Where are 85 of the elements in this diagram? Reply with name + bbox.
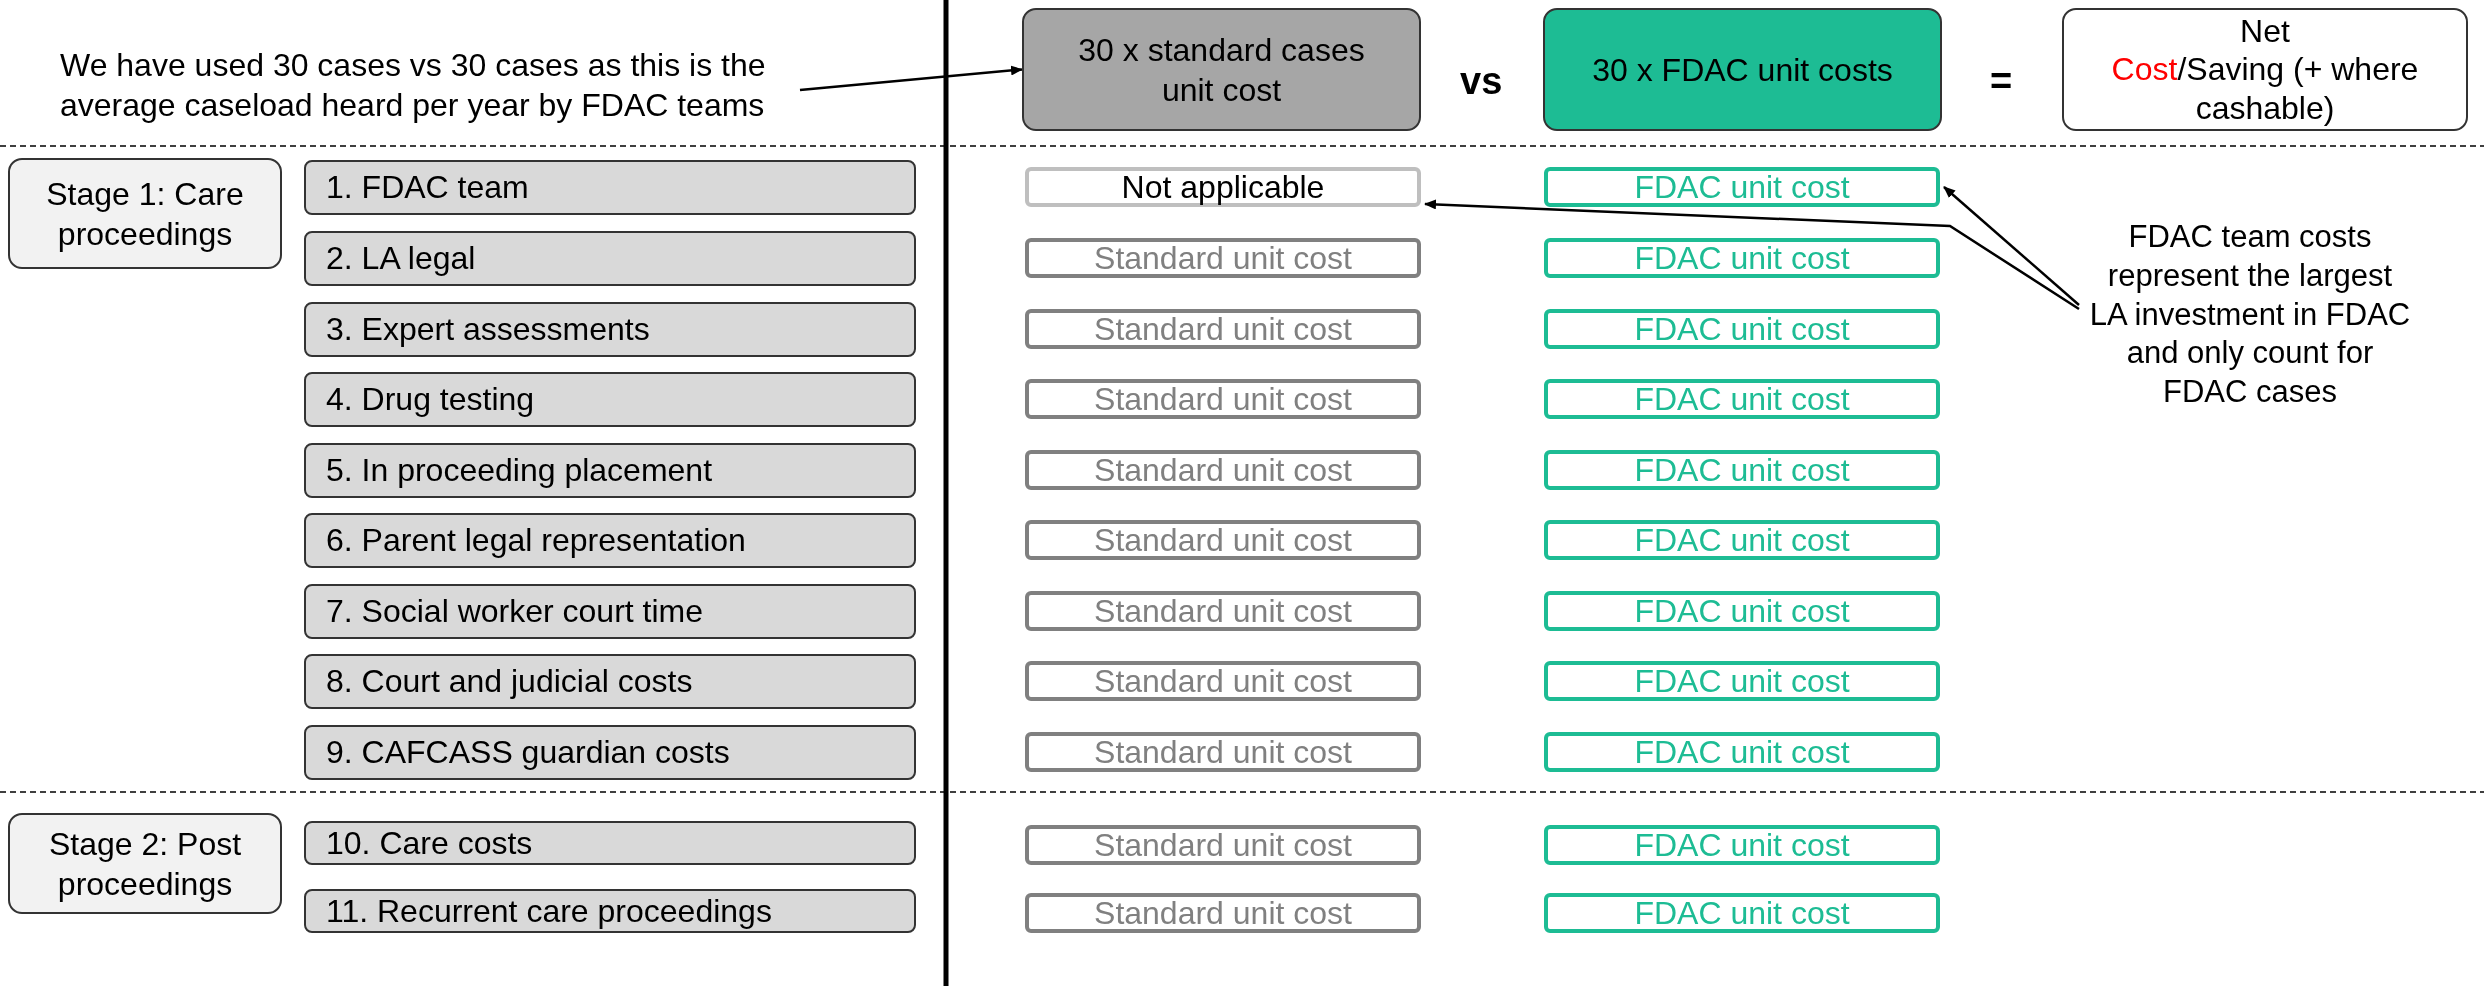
box-label: FDAC unit cost — [1634, 380, 1850, 419]
cost-box — [1544, 309, 1940, 349]
cost-box — [1544, 825, 1940, 865]
cost-item-box — [304, 371, 916, 427]
note-text: We have used 30 cases vs 30 cases as this is the average caseload heard per year by FDAC teams — [60, 46, 767, 125]
header-text: Net — [2239, 11, 2291, 51]
cost-box — [1544, 893, 1940, 933]
cost-item-box — [304, 889, 916, 933]
box-label: FDAC unit cost — [1634, 521, 1850, 560]
cost-item-box — [304, 724, 916, 780]
cost-box — [1025, 825, 1421, 865]
box-label: Standard unit cost — [1094, 662, 1352, 701]
box-label: Stage 2: Post proceedings — [47, 824, 243, 904]
box-label: 30 x FDAC unit costs — [1592, 50, 1893, 90]
cost-box — [1025, 379, 1421, 419]
header-box — [1543, 8, 1942, 131]
cost-item-box — [304, 230, 916, 286]
cost-item-box — [304, 583, 916, 639]
operator-label: = — [1990, 60, 2013, 103]
box-label: 11. Recurrent care proceedings — [326, 892, 772, 931]
cost-box — [1025, 309, 1421, 349]
cost-box — [1544, 591, 1940, 631]
box-label: Standard unit cost — [1094, 592, 1352, 631]
box-label: 7. Social worker court time — [326, 592, 703, 631]
box-label: FDAC unit cost — [1634, 826, 1850, 865]
cost-box — [1544, 238, 1940, 278]
cost-item-box — [304, 442, 916, 498]
box-label: 10. Care costs — [326, 824, 533, 863]
cost-item-box — [304, 512, 916, 568]
box-label: Standard unit cost — [1094, 380, 1352, 419]
cost-box — [1544, 732, 1940, 772]
box-label: 6. Parent legal representation — [326, 521, 746, 560]
box-label: FDAC unit cost — [1634, 239, 1850, 278]
cost-box — [1025, 167, 1421, 207]
box-label: FDAC unit cost — [1634, 310, 1850, 349]
cost-box — [1025, 238, 1421, 278]
box-label: 1. FDAC team — [326, 168, 529, 207]
box-label: 30 x standard cases unit cost — [1077, 30, 1366, 110]
box-label: FDAC unit cost — [1634, 168, 1850, 207]
cost-box — [1025, 450, 1421, 490]
cost-item-box — [304, 301, 916, 357]
box-label: 2. LA legal — [326, 239, 476, 278]
box-label: Standard unit cost — [1094, 239, 1352, 278]
note-text: FDAC team costs represent the largest LA investment in FDAC and only count for FDAC cases — [2088, 218, 2412, 412]
cost-box — [1025, 661, 1421, 701]
box-label: Standard unit cost — [1094, 894, 1352, 933]
box-label: 4. Drug testing — [326, 380, 535, 419]
header-text: /Saving (+ where cashable) — [2177, 51, 2419, 126]
box-label: Standard unit cost — [1094, 826, 1352, 865]
box-label: Stage 1: Care proceedings — [45, 174, 245, 254]
stage-box — [8, 813, 282, 914]
stage-box — [8, 158, 282, 269]
box-label: 3. Expert assessments — [326, 310, 650, 349]
box-label: Standard unit cost — [1094, 733, 1352, 772]
arrow — [1424, 199, 2080, 311]
box-label: 5. In proceeding placement — [326, 451, 713, 490]
box-label: FDAC unit cost — [1634, 662, 1850, 701]
cost-box — [1025, 591, 1421, 631]
box-label: 9. CAFCASS guardian costs — [326, 733, 730, 772]
arrow — [1943, 186, 2080, 306]
cost-item-box — [304, 159, 916, 215]
cost-box — [1544, 450, 1940, 490]
box-label: FDAC unit cost — [1634, 592, 1850, 631]
box-label: FDAC unit cost — [1634, 894, 1850, 933]
cost-box — [1025, 520, 1421, 560]
box-label: 8. Court and judicial costs — [326, 662, 693, 701]
cost-box — [1025, 893, 1421, 933]
cost-box — [1544, 167, 1940, 207]
cost-box — [1544, 379, 1940, 419]
box-label: Standard unit cost — [1094, 521, 1352, 560]
cost-item-box — [304, 653, 916, 709]
box-label: Standard unit cost — [1094, 451, 1352, 490]
box-label: FDAC unit cost — [1634, 451, 1850, 490]
operator-label: vs — [1460, 60, 1503, 103]
box-label: Standard unit cost — [1094, 310, 1352, 349]
header-box — [1022, 8, 1421, 131]
box-label: Not applicable — [1121, 168, 1325, 207]
cost-box — [1544, 661, 1940, 701]
cost-box — [1025, 732, 1421, 772]
cost-item-box — [304, 821, 916, 865]
box-label: FDAC unit cost — [1634, 733, 1850, 772]
cost-box — [1544, 520, 1940, 560]
header-box — [2062, 8, 2468, 131]
arrow — [799, 65, 1023, 92]
highlighted-text: Cost — [2111, 51, 2178, 88]
